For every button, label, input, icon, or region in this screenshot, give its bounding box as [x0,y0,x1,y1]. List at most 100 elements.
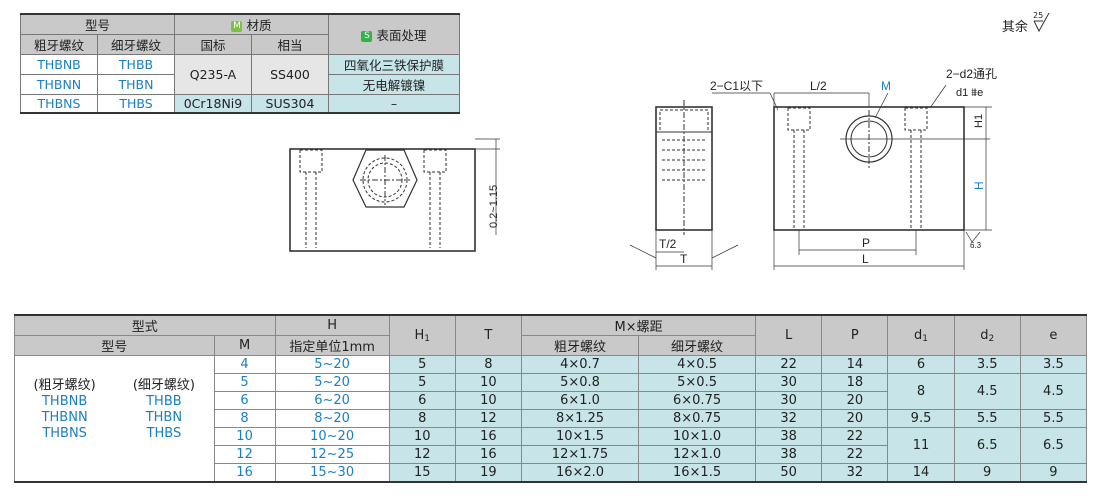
spec-coarse-4: 8×1.25 [520,409,640,428]
mat-header-equiv: 相当 [251,34,329,55]
spec-t-3: 10 [454,391,522,410]
spec-h1-3: 6 [388,391,456,410]
spec-h-3: 6~20 [274,391,390,410]
mat-header-material-text: 材质 [246,18,272,33]
spec-fine-1: 4×0.5 [638,355,757,374]
spec-header-e: e [1019,314,1088,356]
spec-table: 型式 H H1 T M×螺距 L P d1 d2 e 型号 M 指定单位1mm … [14,314,1088,483]
mat-header-fine: 细牙螺纹 [97,34,175,55]
spec-header-d2: d2 [953,314,1021,356]
front-view [289,138,500,252]
roughness-value: 25 [1033,11,1044,20]
spec-m-2: 5 [213,373,276,392]
mat-fine-2: THBN [97,74,175,95]
spec-header-h: H [274,314,390,336]
spec-model-fine-label: (细牙螺纹) [132,378,195,393]
spec-t-1: 8 [454,355,522,374]
dim-d1: d1 ⩩e [956,87,983,99]
spec-h-6: 12~25 [274,445,390,464]
mat-coarse-3: THBNS [20,94,98,114]
spec-t-5: 16 [454,427,522,446]
spec-header-h-unit: 指定单位1mm [274,335,390,356]
dim-h1: H1 [973,114,985,128]
spec-h-4: 8~20 [274,409,390,428]
spec-e-2: 4.5 [1019,373,1088,410]
spec-l-1: 22 [755,355,823,374]
spec-header-d1-sub: 1 [922,333,929,344]
spec-header-h1-text: H [414,327,425,343]
spec-header-coarse: 粗牙螺纹 [520,335,640,356]
spec-header-d2-text: d [980,327,989,343]
spec-d2-5: 9 [953,463,1021,483]
spec-t-2: 10 [454,373,522,392]
spec-header-model: 型号 [14,335,215,356]
spec-h1-7: 15 [388,463,456,483]
spec-model-coarse-3: THBNS [42,426,87,441]
mat-header-model: 型号 [20,13,175,35]
material-m-icon: M [231,21,243,32]
dim-m: M [881,79,891,93]
spec-t-6: 16 [454,445,522,464]
spec-e-1: 3.5 [1019,355,1088,374]
spec-coarse-5: 10×1.5 [520,427,640,446]
mat-gb-1: Q235-A [174,54,252,95]
mat-fine-3: THBS [97,94,175,114]
spec-fine-2: 5×0.5 [638,373,757,392]
spec-fine-5: 10×1.0 [638,427,757,446]
dim-c1: 2−C1以下 [710,79,763,93]
spec-l-4: 32 [755,409,823,428]
dim-t-half: T/2 [659,237,677,251]
spec-header-m: M [213,335,276,356]
dim-h: H [972,181,986,190]
spec-coarse-6: 12×1.75 [520,445,640,464]
dim-l-half: L/2 [810,79,827,93]
spec-model-fine-3: THBS [146,426,182,441]
mat-eq-2: SUS304 [251,94,329,114]
spec-d1-1: 6 [887,355,955,374]
technical-drawing: 0.2~1.15 2−C1以下 L/2 M 2−d2通孔 d1 ⩩e H1 H … [289,67,997,270]
spec-header-p: P [821,314,889,356]
spec-h-5: 10~20 [274,427,390,446]
spec-d1-3: 9.5 [887,409,955,428]
spec-header-mpitch: M×螺距 [520,314,757,336]
spec-m-6: 12 [213,445,276,464]
spec-p-4: 20 [821,409,889,428]
spec-d2-4: 6.5 [953,427,1021,464]
spec-l-5: 38 [755,427,823,446]
spec-model-fine-1: THBB [146,394,182,409]
spec-d2-2: 4.5 [953,373,1021,410]
dim-d2: 2−d2通孔 [946,67,997,81]
dim-02-115: 0.2~1.15 [488,185,500,228]
dim-l: L [862,252,869,266]
spec-h1-4: 8 [388,409,456,428]
spec-m-3: 6 [213,391,276,410]
surface-s-icon: S [361,31,373,42]
spec-e-4: 6.5 [1019,427,1088,464]
spec-model-fine-cell: (细牙螺纹) THBB THBN THBS [114,355,215,482]
spec-t-4: 12 [454,409,522,428]
spec-header-h1: H1 [388,314,456,356]
spec-model-coarse-label: (粗牙螺纹) [33,378,96,393]
spec-h1-1: 5 [388,355,456,374]
side-view [629,100,739,270]
spec-header-type: 型式 [14,314,276,336]
spec-l-3: 30 [755,391,823,410]
mat-gb-2: 0Cr18Ni9 [174,94,252,114]
spec-e-3: 5.5 [1019,409,1088,428]
spec-p-6: 22 [821,445,889,464]
spec-d2-1: 3.5 [953,355,1021,374]
spec-header-d1: d1 [887,314,955,356]
mat-surface-2: 无电解镀镍 [328,74,460,95]
spec-coarse-1: 4×0.7 [520,355,640,374]
spec-header-d2-sub: 2 [988,333,995,344]
spec-header-d1-text: d [914,327,923,343]
spec-header-t: T [454,314,522,356]
spec-model-coarse-2: THBNN [41,410,88,425]
spec-p-5: 22 [821,427,889,446]
spec-h1-5: 10 [388,427,456,446]
spec-model-coarse-cell: (粗牙螺纹) THBNB THBNN THBNS [14,355,115,482]
spec-fine-4: 8×0.75 [638,409,757,428]
spec-fine-3: 6×0.75 [638,391,757,410]
spec-m-1: 4 [213,355,276,374]
mat-header-surface-text: 表面处理 [376,28,427,43]
